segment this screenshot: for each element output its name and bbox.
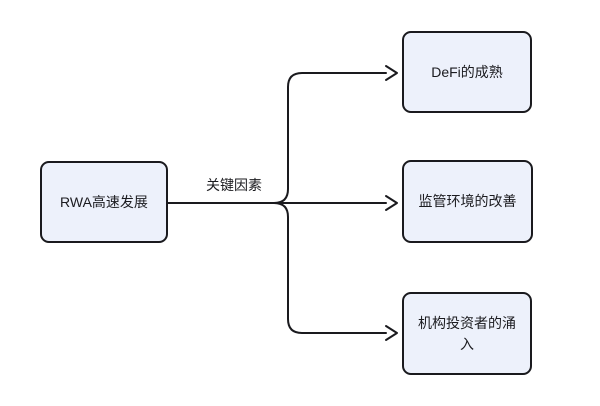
edge-top [273,72,387,204]
arrowhead-top-icon [385,65,398,81]
node-defi-maturity: DeFi的成熟 [402,31,532,113]
edge-bottom [273,202,387,334]
node-label: 监管环境的改善 [418,193,517,210]
arrowhead-bottom-icon [385,325,398,341]
node-regulatory-improvement: 监管环境的改善 [402,160,533,243]
node-institutional-influx: 机构投资者的涌入 [402,292,532,375]
node-label: DeFi的成熟 [431,63,503,80]
edge-label-key-factors: 关键因素 [184,175,284,195]
node-label: RWA高速发展 [60,193,148,210]
node-rwa-growth: RWA高速发展 [40,161,168,243]
arrowhead-middle-icon [385,195,398,211]
node-label: 机构投资者的涌入 [418,315,516,352]
